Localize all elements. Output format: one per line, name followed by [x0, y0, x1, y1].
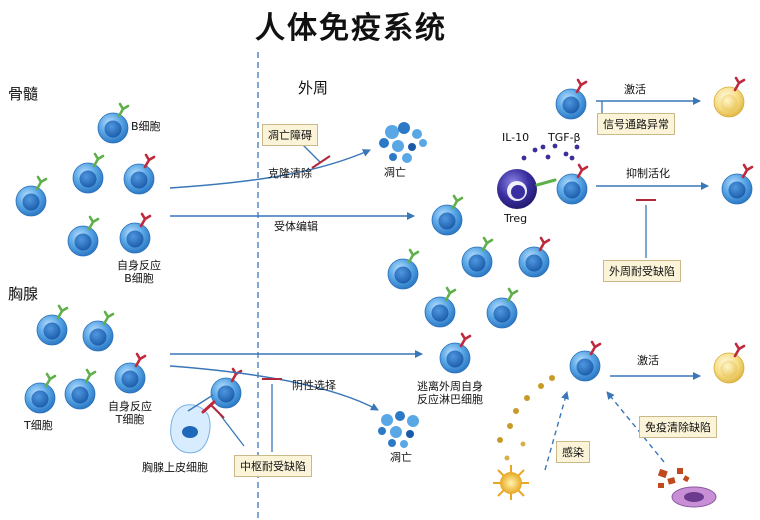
treg-cell [497, 169, 557, 209]
b-cell-label: B细胞 [131, 120, 161, 133]
b-cell [98, 104, 128, 143]
peripheral-lymphocyte [388, 250, 418, 289]
autoreactive-lymphocyte [556, 80, 586, 119]
treg-label: Treg [504, 212, 528, 225]
autoreactive-b-line1: 自身反应 [117, 259, 161, 272]
autoreactive-b-cell [120, 214, 150, 253]
t-cell [83, 312, 113, 351]
immune-clearance-defect-box: 免疫清除缺陷 [639, 416, 717, 438]
b-cell [68, 217, 98, 256]
peripheral-lymphocyte [432, 196, 462, 235]
peripheral-lymphocyte [425, 288, 455, 327]
escaped-line1: 逃离外周自身 [417, 380, 483, 393]
apoptosis-label-top: 凋亡 [384, 166, 406, 179]
negative-selection-label: 阴性选择 [292, 379, 336, 392]
peripheral-tolerance-defect-box: 外周耐受缺陷 [603, 260, 681, 282]
autoreactive-lymphocyte [570, 342, 600, 381]
escaped-line2: 反应淋巴细胞 [417, 392, 483, 406]
t-cell [37, 306, 67, 345]
clearance-defect-arrow [606, 391, 665, 463]
signal-pathway-abnormal-box: 信号通路异常 [597, 113, 675, 135]
thymic-epithelial-cell [170, 400, 216, 454]
pathogen-dots [497, 375, 555, 461]
apoptotic-cell-fragments [379, 122, 427, 163]
page-title: 人体免疫系统 [255, 11, 447, 46]
autoreactive-t-line1: 自身反应 [108, 400, 152, 413]
activation-label-bottom: 激活 [637, 354, 659, 367]
suppressed-lymphocyte [722, 165, 752, 204]
inhibit-activation-label: 抑制活化 [626, 167, 670, 180]
apoptosis-defect-box: 凋亡障碍 [262, 124, 318, 146]
inhibit-bar [209, 403, 225, 419]
negative-selection-arrow [169, 365, 379, 411]
autoreactive-peripheral-lymphocyte [519, 238, 549, 277]
region-thymus: 胸腺 [8, 285, 39, 303]
clonal-deletion-arrow [169, 149, 371, 189]
b-cell [16, 177, 46, 216]
il10-label: IL-10 [502, 131, 530, 144]
autoreactive-t-cell-label: 自身反应 T细胞 [108, 400, 152, 426]
infection-arrow [544, 391, 569, 471]
activated-lymphocyte [712, 76, 746, 119]
t-cell [25, 374, 55, 413]
region-periphery: 外周 [298, 79, 329, 97]
apoptotic-cell-fragments [378, 411, 419, 448]
autoreactive-b-cell-label: 自身反应 B细胞 [117, 259, 161, 285]
autoreactive-t-cell [211, 369, 241, 408]
autoreactive-lymphocyte [557, 165, 587, 204]
clonal-deletion-label: 克隆清除 [268, 167, 312, 180]
cytokine-dots [521, 143, 580, 161]
peripheral-lymphocyte [462, 238, 492, 277]
autoreactive-t-cell [115, 354, 145, 393]
peripheral-lymphocyte [487, 289, 517, 328]
tgfb-label: TGF-β [548, 131, 581, 144]
damaged-tissue-cell [657, 468, 717, 508]
t-cell [65, 370, 95, 409]
activated-lymphocyte [712, 342, 746, 385]
thymic-epithelial-label: 胸腺上皮细胞 [142, 461, 208, 474]
receptor-editing-label: 受体编辑 [274, 220, 318, 233]
thymic-interaction-line [187, 394, 214, 412]
b-cell [73, 154, 103, 193]
activation-label-top: 激活 [624, 83, 646, 96]
infection-box: 感染 [556, 441, 590, 463]
autoreactive-b-cell [124, 155, 154, 194]
escaped-autoreactive-lymphocyte [440, 334, 470, 373]
central-tolerance-defect-box: 中枢耐受缺陷 [234, 455, 312, 477]
apoptosis-label-bottom: 凋亡 [390, 451, 412, 464]
t-cell-label: T细胞 [24, 419, 53, 432]
escaped-lymphocyte-label: 逃离外周自身 反应淋巴细胞 [417, 380, 483, 406]
inhibit-bar [311, 155, 331, 169]
sun-icon [493, 465, 529, 500]
autoreactive-b-line2: B细胞 [124, 271, 154, 285]
autoreactive-t-line2: T细胞 [115, 412, 145, 426]
region-bone-marrow: 骨髓 [8, 85, 39, 103]
